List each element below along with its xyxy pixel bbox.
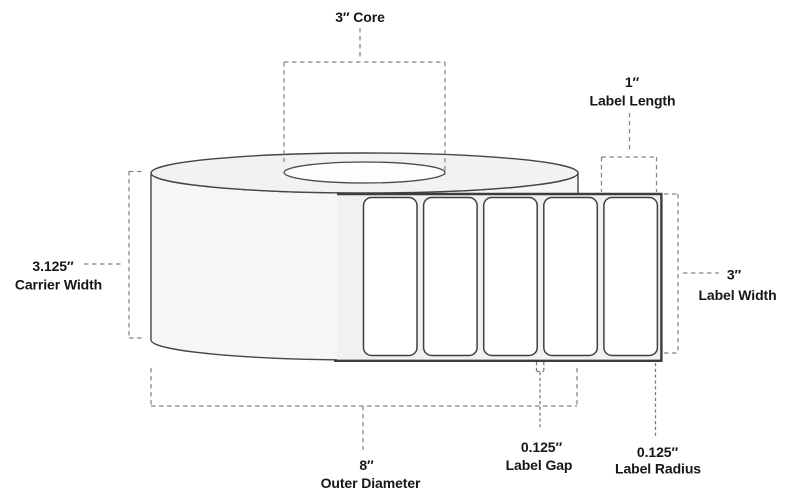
outer-diameter-label: Outer Diameter <box>321 475 421 491</box>
core-hole <box>283 161 446 184</box>
label-gap-dimension-lines <box>535 362 545 430</box>
label-radius-value: 0.125″ <box>637 444 679 460</box>
label-gap-value: 0.125″ <box>521 439 563 455</box>
label-4 <box>543 196 599 357</box>
dimension-labels: 3″ Core 1″ Label Length 3.125″ Carrier W… <box>15 9 777 491</box>
label-5 <box>603 196 659 357</box>
core-dimension-label: 3″ Core <box>335 9 385 25</box>
core-dimension-lines <box>283 28 446 175</box>
label-width-value: 3″ <box>727 267 742 283</box>
label-width-label: Label Width <box>698 287 776 303</box>
carrier-width-dimension-lines <box>84 170 145 339</box>
carrier-width-value: 3.125″ <box>32 258 74 274</box>
label-length-dimension-lines <box>600 113 658 192</box>
carrier-width-label: Carrier Width <box>15 277 102 293</box>
outer-diameter-dimension-lines <box>150 368 578 450</box>
dimension-lines <box>84 28 719 450</box>
label-radius-label: Label Radius <box>615 461 701 477</box>
label-2 <box>422 196 478 357</box>
label-length-value: 1″ <box>625 74 640 90</box>
label-gap-label: Label Gap <box>506 457 573 473</box>
label-strip <box>334 192 663 362</box>
outer-diameter-value: 8″ <box>359 457 374 473</box>
label-3 <box>482 196 538 357</box>
label-length-label: Label Length <box>590 93 676 109</box>
label-1 <box>362 196 418 357</box>
label-width-dimension-lines <box>664 193 719 354</box>
